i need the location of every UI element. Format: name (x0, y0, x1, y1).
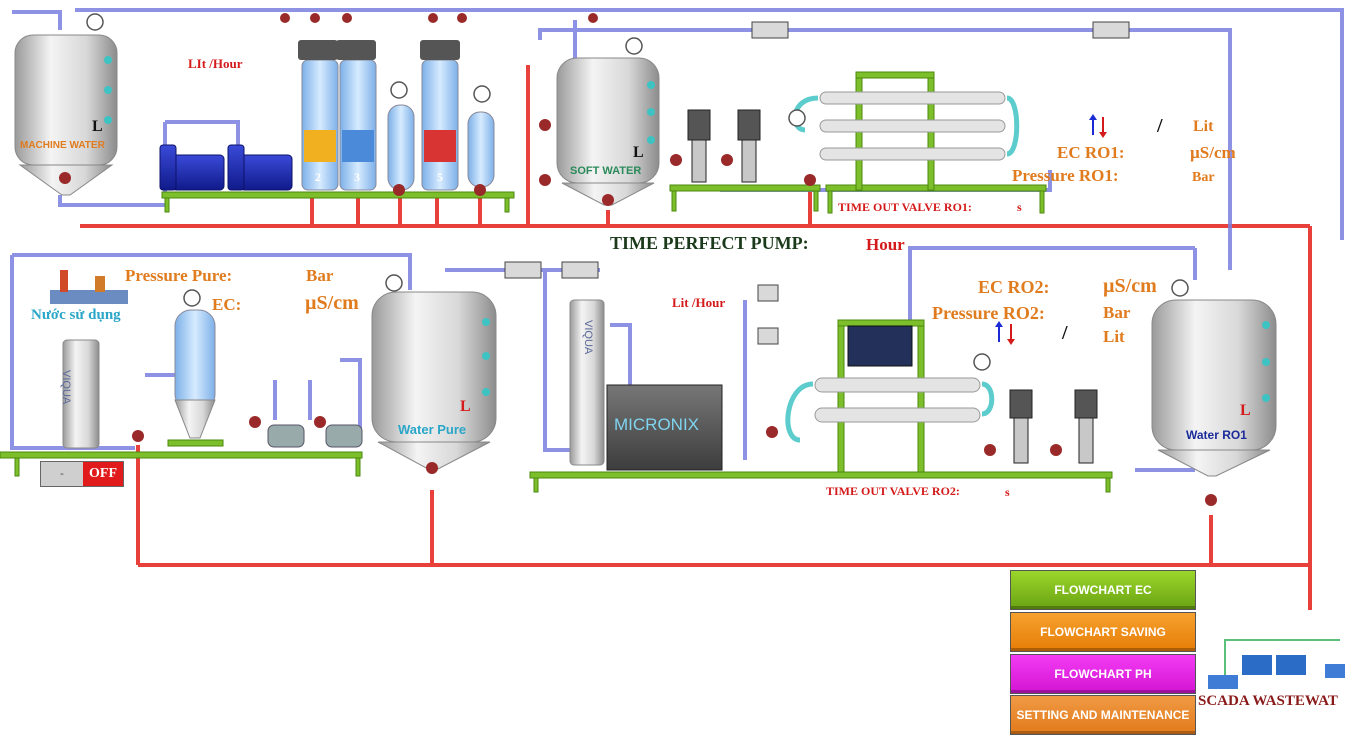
pressure-gauges (86, 13, 1189, 371)
red-pipes (80, 65, 1312, 610)
top-flow-unit: LIt /Hour (188, 56, 243, 71)
machine-water-label: MACHINE WATER (20, 140, 105, 151)
soft-water-level-unit: L (633, 144, 644, 161)
ro2-pressure-label: Pressure RO2: (932, 303, 1045, 323)
water-ro1-level-unit: L (1240, 402, 1251, 419)
ro2-ec-label: EC RO2: (978, 277, 1050, 297)
direction-arrows (995, 114, 1107, 345)
feed-pumps (159, 144, 293, 191)
ro1-lit-unit: Lit (1193, 118, 1214, 135)
uv-brand-label: VIQUA (60, 370, 72, 405)
water-pure-level-unit: L (460, 398, 471, 415)
filter-number: 3 (354, 170, 360, 184)
flow-meters (504, 21, 1130, 345)
soft-water-label: SOFT WATER (570, 165, 642, 177)
mid-flow-unit: Lit /Hour (672, 295, 726, 310)
time-perfect-pump-unit: Hour (866, 235, 905, 254)
pure-pressure-label: Pressure Pure: (125, 266, 233, 285)
machine-water-level-unit: L (92, 118, 103, 135)
booster-pumps-ro2 (1009, 389, 1098, 464)
uv-units (62, 299, 605, 466)
ro2-timeout-label: TIME OUT VALVE RO2: (826, 484, 960, 498)
booster-pumps-ro1 (687, 109, 761, 183)
ro1-ec-label: EC RO1: (1057, 143, 1125, 162)
ro1-membranes (792, 91, 1020, 161)
ro1-pressure-unit: Bar (1192, 170, 1215, 185)
system-toggle[interactable]: - OFF (40, 461, 124, 487)
micronix-label: MICRONIX (614, 415, 699, 434)
micronix-unit (606, 384, 723, 471)
ro2-membranes (785, 325, 995, 443)
flowchart-ec-button[interactable]: FLOWCHART EC (1010, 570, 1196, 610)
ro2-lit-unit: Lit (1103, 327, 1125, 346)
tank-machine-water (14, 34, 118, 196)
ro2-slash: / (1062, 322, 1068, 344)
pure-pressure-unit: Bar (306, 266, 334, 285)
pure-ec-label: EC: (212, 295, 242, 314)
tank-water-ro1 (1151, 299, 1277, 477)
pure-post-filter (174, 309, 216, 439)
green-frames (0, 71, 1113, 493)
valves (59, 13, 1217, 506)
tank-soft-water (556, 57, 660, 206)
toggle-off-segment[interactable]: OFF (83, 462, 123, 486)
flowchart-saving-button[interactable]: FLOWCHART SAVING (1010, 612, 1196, 652)
water-ro1-label: Water RO1 (1186, 428, 1247, 442)
ro2-pressure-unit: Bar (1103, 303, 1131, 322)
scada-wastewater-thumbnail (1208, 639, 1345, 689)
uv-brand-label: VIQUA (582, 320, 594, 355)
time-perfect-pump-label: TIME PERFECT PUMP: (610, 233, 809, 253)
factory-icon (50, 270, 128, 304)
filter-number: 2 (315, 170, 321, 184)
flowchart-ph-button[interactable]: FLOWCHART PH (1010, 654, 1196, 694)
usage-water-label: Nước sử dụng (31, 307, 121, 323)
filter-columns (298, 40, 495, 191)
scada-wastewater-link[interactable]: SCADA WASTEWAT (1198, 693, 1338, 709)
transfer-pumps (267, 424, 363, 448)
ro1-pressure-label: Pressure RO1: (1012, 166, 1119, 185)
pure-ec-unit: µS/cm (305, 292, 359, 314)
setting-maintenance-button[interactable]: SETTING AND MAINTENANCE (1010, 695, 1196, 735)
ro1-ec-unit: µS/cm (1190, 143, 1236, 162)
filter-number: 5 (437, 170, 443, 184)
toggle-left-segment[interactable]: - (41, 462, 83, 486)
ro2-timeout-unit: s (1005, 485, 1010, 499)
ro1-slash: / (1157, 115, 1163, 137)
tank-water-pure (371, 291, 497, 471)
ro1-timeout-label: TIME OUT VALVE RO1: (838, 200, 972, 214)
ro2-ec-unit: µS/cm (1103, 275, 1157, 297)
ro1-timeout-unit: s (1017, 200, 1022, 214)
water-pure-label: Water Pure (398, 422, 467, 437)
